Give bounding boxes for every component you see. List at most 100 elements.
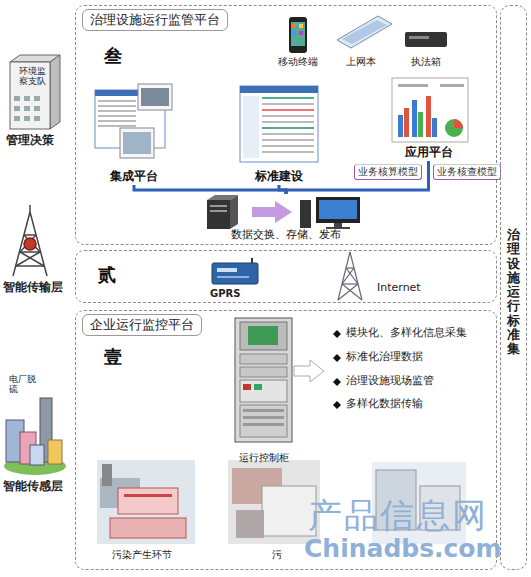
control-cabinet-part [243, 409, 284, 412]
internet-tower-part [342, 284, 362, 300]
application-chart-part [432, 118, 437, 137]
label-text: 环境监察支队 [19, 66, 49, 87]
control-cabinet-part [235, 318, 292, 442]
server-icon-part [210, 205, 227, 207]
building-icon-part [50, 55, 60, 129]
control-cabinet-part [240, 322, 287, 350]
site-photo-1-part [118, 488, 178, 514]
watermark: Chinadbs.com [304, 535, 502, 564]
standard-screenshot-part [262, 133, 314, 135]
internet-tower-part [342, 268, 354, 284]
standard-band: 治理设施运行标准集 [500, 5, 527, 570]
bullet-text: 多样化数据传输 [346, 398, 423, 411]
control-cabinet-part [248, 326, 278, 345]
standard-screenshot-part [262, 109, 314, 111]
label-text: 智能传感层 [3, 480, 63, 494]
label-text: 污染产生环节 [112, 549, 172, 561]
purple-arrow-part [252, 201, 292, 223]
bullet-text: 模块化、多样化信息采集 [346, 327, 467, 340]
bullet-diamonds [333, 330, 341, 409]
gprs-device-part [217, 276, 249, 278]
integrated-screenshot-part [98, 105, 136, 107]
building-icon-part [24, 116, 30, 121]
computer-icon [300, 197, 360, 229]
tower-icon-part [24, 238, 36, 250]
computer-icon-part [316, 197, 360, 223]
building-icon-part [24, 106, 30, 111]
cabinet-box: 运行控制柜 [228, 317, 300, 465]
control-cabinet-part [240, 380, 287, 402]
integrated-screenshot-part [138, 84, 172, 110]
standard-screenshot-part [262, 145, 314, 147]
control-cabinet-part [243, 384, 251, 390]
site-photo-1-part [97, 460, 195, 544]
node-text: 集成平台 [93, 168, 175, 185]
server-icon-part [230, 195, 238, 229]
integrated-screenshot-part [98, 100, 136, 102]
application-chart-part [445, 119, 463, 137]
mobile-device-part [292, 31, 296, 35]
server-icon-part [210, 210, 227, 212]
node-text: 业务核查模型 [437, 166, 497, 178]
node-text: 应用平台 [385, 144, 472, 161]
site-photo-1 [97, 460, 195, 544]
node-text: 业务核算模型 [358, 166, 418, 178]
site-photo-2-part [236, 510, 264, 538]
standard-screenshot-part [240, 86, 318, 162]
computer-icon-part [300, 200, 311, 228]
building-icon [10, 55, 60, 129]
law-box-device-part [409, 36, 429, 39]
node-text: 运行控制柜 [228, 451, 300, 465]
building-icon-part [34, 106, 40, 111]
plant-icon [4, 398, 66, 475]
standard-screenshot-part [243, 96, 259, 158]
tower-icon-part [20, 252, 44, 266]
mobile-device-part [299, 24, 303, 28]
integrated-screenshot-part [120, 128, 154, 158]
model-tag: 业务核查模型 [433, 164, 501, 180]
label-text: 执法箱 [411, 56, 441, 68]
standard-screenshot-part [240, 86, 318, 93]
label-text: 上网本 [346, 56, 376, 68]
standard-screenshot-part [262, 121, 314, 123]
building-icon-part [14, 96, 20, 101]
application-chart-part [398, 115, 403, 137]
control-cabinet-part [254, 384, 262, 390]
internet-tower-part [346, 267, 354, 268]
control-cabinet [235, 318, 292, 442]
computer-icon-part [334, 223, 342, 227]
control-cabinet-part [240, 367, 287, 377]
node-text: 数据交换、存储、发布 [195, 227, 377, 242]
label-text: 管理决策 [6, 134, 54, 148]
mobile-device-part [292, 24, 296, 28]
panel-title: 企业运行监控平台 [82, 314, 202, 336]
standard-screenshot-part [262, 139, 314, 141]
bus-connector [134, 185, 286, 194]
gprs-device-part [251, 258, 253, 263]
tower-icon-part [16, 252, 40, 266]
gprs-device-part [212, 263, 258, 284]
building-icon-part [34, 96, 40, 101]
building-icon-part [10, 62, 50, 129]
integrated-screenshot-part [98, 110, 136, 112]
layer-numeral: 壹 [104, 345, 122, 369]
integrated-screenshot [95, 84, 172, 158]
server-icon [207, 195, 238, 229]
layer-numeral: 贰 [98, 263, 116, 287]
bullet-diamonds-part [333, 401, 341, 409]
screenshot-box: 应用平台 [385, 76, 472, 161]
application-chart-part [392, 78, 468, 142]
application-chart-part [412, 100, 417, 137]
tower-icon-part [20, 251, 40, 253]
site-photo-1-part [124, 494, 172, 497]
server-icon-part [207, 200, 230, 229]
internet-tower-part [342, 283, 358, 284]
gprs-device-part [217, 268, 237, 272]
application-chart-part [418, 112, 423, 137]
tower-icon-part [16, 265, 44, 267]
site-photo-2-part [228, 460, 320, 544]
netbook-device [337, 16, 392, 48]
internet-tower-part [338, 284, 358, 300]
control-cabinet-part [243, 423, 284, 426]
